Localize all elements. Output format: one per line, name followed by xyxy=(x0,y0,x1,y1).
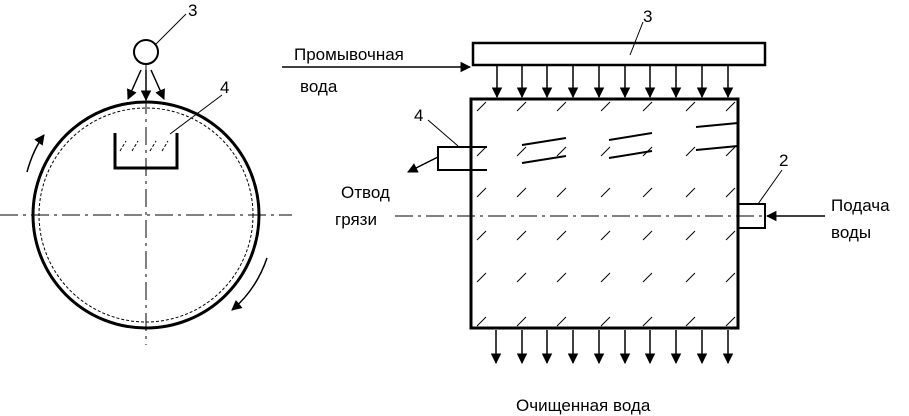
mesh-hatch-mark xyxy=(726,273,735,282)
dirt-outlet-label-line1: Отвод xyxy=(341,183,390,202)
mesh-hatch-mark xyxy=(643,188,652,197)
mesh-hatch-mark xyxy=(517,273,526,282)
rotation-arrow-upper-left xyxy=(27,135,44,172)
drum-front-view: 3 Промывочная вода 4 xyxy=(282,7,890,415)
numeral-2: 2 xyxy=(779,151,788,170)
mesh-hatch-mark xyxy=(477,317,486,326)
mesh-hatch-mark xyxy=(601,317,610,326)
mesh-hatch-mark xyxy=(477,273,486,282)
mesh-hatch-mark xyxy=(557,231,566,240)
mesh-hatch-mark xyxy=(726,317,735,326)
numeral-3-right: 3 xyxy=(643,7,652,26)
leader-line-2 xyxy=(758,170,782,204)
water-supply-label-line1: Подача xyxy=(831,196,890,215)
mesh-hatch-mark xyxy=(686,147,695,156)
mesh-hatch-mark xyxy=(517,231,526,240)
mesh-hatch-mark xyxy=(557,147,566,156)
leader-line-3-right xyxy=(630,22,643,55)
mesh-hatch-mark xyxy=(477,231,486,240)
dirt-outlet-label-line2: грязи xyxy=(335,210,377,229)
numeral-4-right: 4 xyxy=(414,106,423,125)
trough-hatch-3 xyxy=(150,141,156,151)
spray-arrows-top xyxy=(497,66,728,97)
filter-mesh-hatching xyxy=(477,102,735,326)
cleaned-water-label: Очищенная вода xyxy=(516,396,651,415)
mesh-hatch-mark xyxy=(601,147,610,156)
mesh-hatch-mark xyxy=(726,147,735,156)
mesh-hatch-mark xyxy=(601,231,610,240)
water-supply-label-line2: воды xyxy=(831,223,871,242)
mesh-hatch-mark xyxy=(477,102,486,111)
spray-arrow-left xyxy=(128,70,141,99)
wash-water-label-line1: Промывочная xyxy=(294,45,404,64)
mesh-hatch-mark xyxy=(517,317,526,326)
mesh-hatch-mark xyxy=(686,231,695,240)
spray-nozzle xyxy=(134,40,158,64)
mesh-hatch-mark xyxy=(726,231,735,240)
mesh-hatch-mark xyxy=(726,102,735,111)
mesh-hatch-mark xyxy=(643,317,652,326)
mesh-hatch-mark xyxy=(686,102,695,111)
mesh-hatch-mark xyxy=(557,317,566,326)
mesh-hatch-mark xyxy=(557,102,566,111)
dirt-outlet-arrow xyxy=(408,157,438,172)
drum-side-view: 3 4 xyxy=(0,1,292,345)
mesh-hatch-mark xyxy=(686,273,695,282)
trough-hatch-4 xyxy=(162,141,168,151)
mesh-hatch-mark xyxy=(643,273,652,282)
front-dirt-trough xyxy=(438,147,487,170)
mesh-hatch-mark xyxy=(601,102,610,111)
mesh-hatch-mark xyxy=(517,102,526,111)
spray-arrow-right xyxy=(151,70,164,99)
cleaned-water-arrows xyxy=(496,330,728,363)
trough-hatch-2 xyxy=(132,141,138,151)
mesh-hatch-mark xyxy=(557,273,566,282)
numeral-4-left: 4 xyxy=(220,78,229,97)
mesh-hatch-mark xyxy=(726,188,735,197)
mesh-hatch-mark xyxy=(643,102,652,111)
mesh-hatch-mark xyxy=(643,231,652,240)
mesh-hatch-mark xyxy=(686,317,695,326)
leader-line-4-left xyxy=(170,95,222,134)
mesh-hatch-mark xyxy=(517,188,526,197)
leader-line-4-right xyxy=(428,120,458,146)
mesh-hatch-mark xyxy=(517,147,526,156)
mesh-hatch-mark xyxy=(477,188,486,197)
leader-line-3-left xyxy=(156,14,186,44)
mesh-hatch-mark xyxy=(601,273,610,282)
spray-pipe xyxy=(473,43,765,65)
drum-body xyxy=(471,99,738,328)
mesh-hatch-mark xyxy=(557,188,566,197)
wash-water-label-line2: вода xyxy=(300,77,338,96)
trough-sections xyxy=(522,123,738,163)
mesh-hatch-mark xyxy=(477,147,486,156)
trough-hatch-1 xyxy=(120,141,126,151)
mesh-hatch-mark xyxy=(686,188,695,197)
mesh-hatch-mark xyxy=(601,188,610,197)
numeral-3-left: 3 xyxy=(188,1,197,20)
